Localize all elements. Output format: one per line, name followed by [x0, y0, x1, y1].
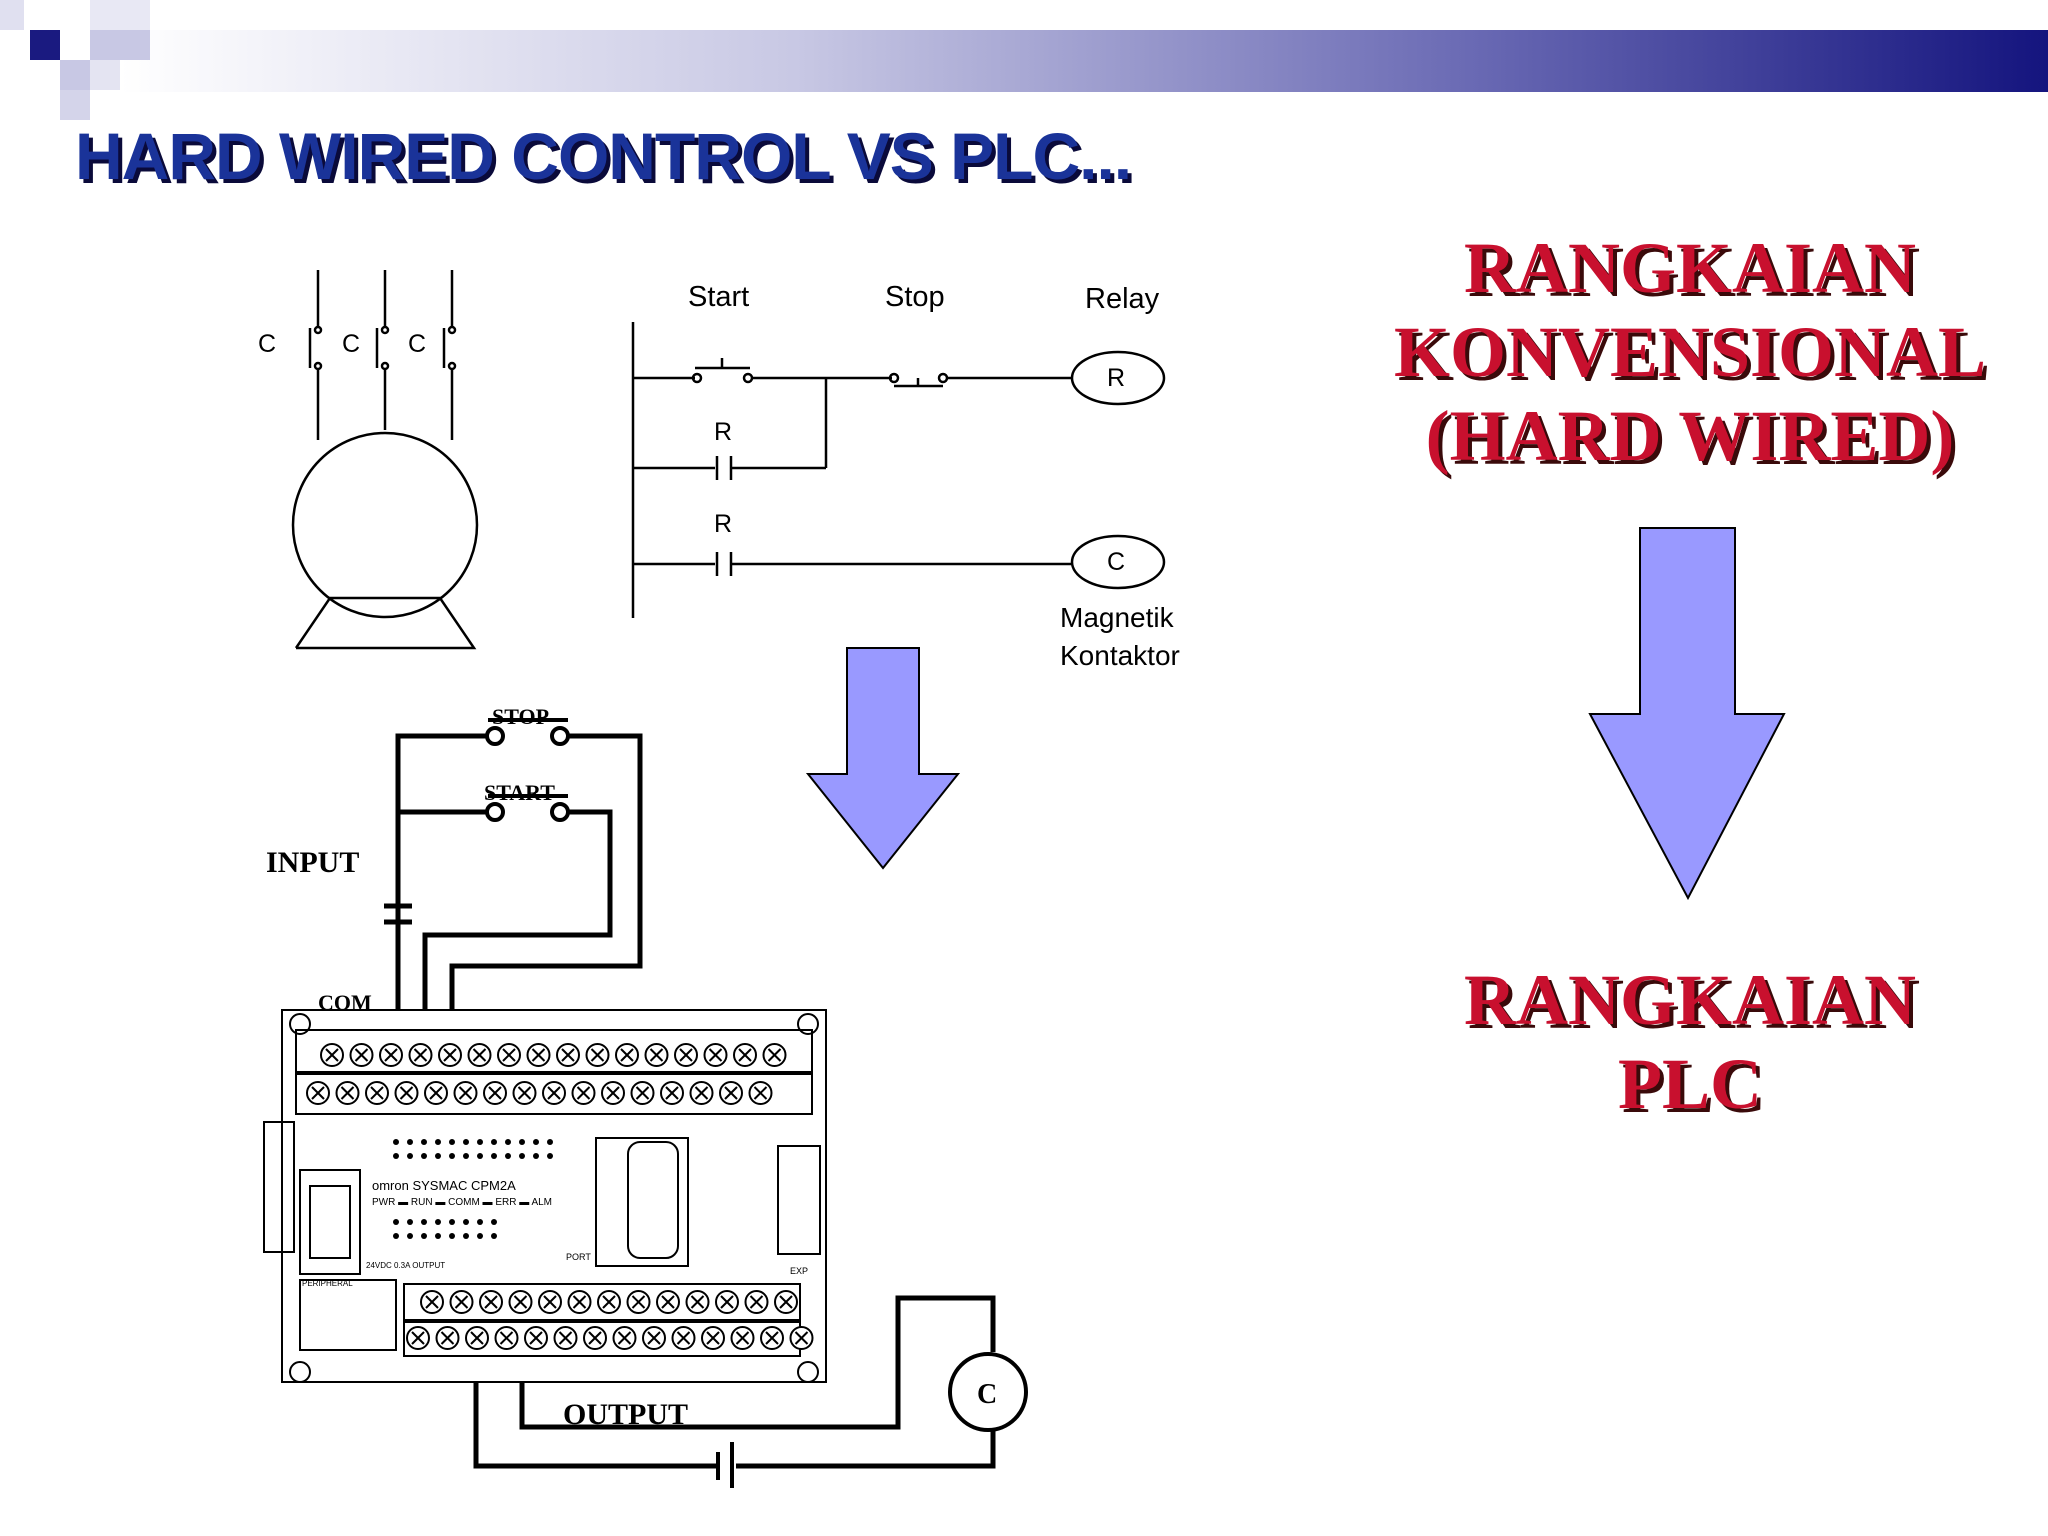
label-line: PLC [1618, 1044, 1762, 1124]
stop-switch-label: STOP [492, 704, 549, 729]
relay-coil [1070, 350, 1166, 406]
led-indicator [421, 1153, 427, 1159]
arrow-down-large [1588, 527, 1786, 901]
label-line: RANGKAIAN [1463, 960, 1916, 1040]
led-indicator [435, 1219, 441, 1225]
label-line: KONVENSIONAL [1393, 312, 1987, 392]
plc-status-text: PWR ▬ RUN ▬ COMM ▬ ERR ▬ ALM [372, 1197, 552, 1208]
output-contact-label: R [714, 510, 732, 538]
plc-label: RANGKAIAN PLC [1390, 958, 1990, 1126]
led-indicator [449, 1219, 455, 1225]
led-indicator [519, 1139, 525, 1145]
start-switch-terminal [485, 802, 505, 822]
output-coil-label: C [977, 1379, 997, 1410]
hard-wired-label: RANGKAIAN KONVENSIONAL (HARD WIRED) [1390, 226, 1990, 478]
plc-supply-text: 24VDC 0.3A OUTPUT [366, 1261, 445, 1270]
header-gradient-bar [120, 30, 2048, 92]
contact-label: C [342, 330, 360, 358]
stop-switch-terminal [485, 726, 505, 746]
contact-label: C [258, 330, 276, 358]
plc-brand-text: omron SYSMAC CPM2A [372, 1178, 516, 1193]
contactor-caption: Magnetik [1060, 602, 1175, 633]
led-indicator [505, 1153, 511, 1159]
led-indicator [491, 1233, 497, 1239]
label-line: (HARD WIRED) [1425, 396, 1955, 476]
contactor-caption: Kontaktor [1060, 640, 1180, 671]
led-indicator [491, 1219, 497, 1225]
led-indicator [393, 1219, 399, 1225]
header-square [0, 0, 24, 30]
led-indicator [463, 1139, 469, 1145]
led-indicator [407, 1153, 413, 1159]
led-indicator [449, 1233, 455, 1239]
header-square [30, 30, 60, 60]
led-indicator [477, 1139, 483, 1145]
start-label: Start [688, 281, 749, 313]
led-indicator [547, 1153, 553, 1159]
plc-peripheral-text: PERIPHERAL [302, 1279, 353, 1288]
led-indicator [435, 1153, 441, 1159]
led-indicator [407, 1233, 413, 1239]
output-coil-circle [948, 1352, 1028, 1432]
led-indicator [519, 1153, 525, 1159]
holding-contact-label: R [714, 418, 732, 446]
led-indicator [477, 1219, 483, 1225]
plc-unit [263, 1009, 827, 1383]
led-indicator [449, 1153, 455, 1159]
led-indicator [477, 1233, 483, 1239]
led-indicator [463, 1153, 469, 1159]
input-label: INPUT [266, 846, 359, 879]
motor-base [294, 596, 477, 650]
plc-exp-text: EXP [790, 1266, 808, 1276]
led-indicator [407, 1139, 413, 1145]
led-indicator [421, 1233, 427, 1239]
motor-circle [291, 431, 479, 619]
led-indicator [435, 1233, 441, 1239]
led-indicator [393, 1233, 399, 1239]
output-label: OUTPUT [563, 1398, 688, 1431]
stop-switch-terminal [550, 726, 570, 746]
com-label: COM [318, 990, 372, 1015]
led-indicator [421, 1219, 427, 1225]
page-title: HARD WIRED CONTROL VS PLC... [75, 119, 1132, 193]
header-square [60, 90, 90, 120]
relay-label: Relay [1085, 283, 1160, 315]
led-indicator [491, 1153, 497, 1159]
led-indicator [393, 1139, 399, 1145]
led-indicator [435, 1139, 441, 1145]
led-indicator [407, 1219, 413, 1225]
start-switch-terminal [550, 802, 570, 822]
contactor-coil-label: C [1107, 548, 1125, 576]
header-square [90, 30, 150, 60]
relay-coil-label: R [1107, 364, 1125, 392]
led-indicator [421, 1139, 427, 1145]
contact-label: C [408, 330, 426, 358]
led-indicator [463, 1219, 469, 1225]
led-indicator [449, 1139, 455, 1145]
led-indicator [533, 1153, 539, 1159]
stop-label: Stop [885, 281, 945, 313]
led-indicator [491, 1139, 497, 1145]
led-indicator [547, 1139, 553, 1145]
led-indicator [477, 1153, 483, 1159]
ladder-diagram [631, 322, 1166, 618]
motor-symbol [291, 270, 479, 650]
led-indicator [463, 1233, 469, 1239]
plc-port-text: PORT [566, 1252, 591, 1262]
label-line: RANGKAIAN [1463, 228, 1916, 308]
header-square [90, 60, 120, 90]
led-indicator [505, 1139, 511, 1145]
header-square [90, 0, 150, 30]
header-square [60, 60, 90, 90]
start-switch-label: START [484, 780, 555, 805]
led-indicator [393, 1153, 399, 1159]
arrow-down-small [805, 647, 961, 870]
header-decoration [0, 0, 2048, 120]
led-indicator [533, 1139, 539, 1145]
contactor-coil [1070, 534, 1166, 590]
